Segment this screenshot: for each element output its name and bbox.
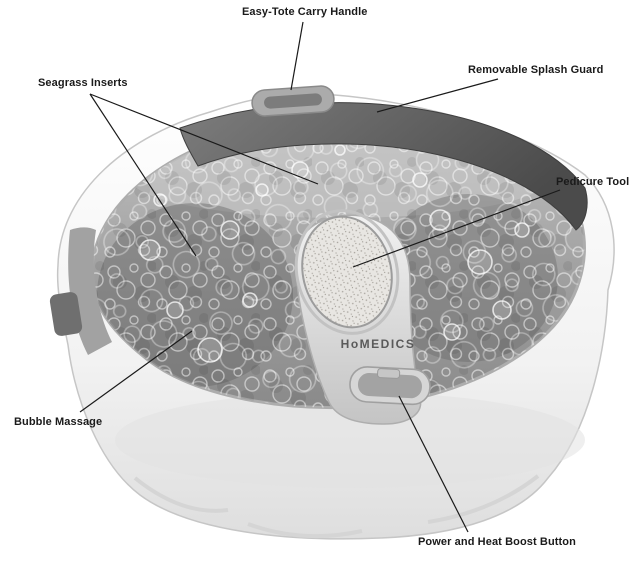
leader-line-seagrass-right (89, 93, 319, 185)
left-rim-holder (49, 292, 83, 336)
tub-front-shading (115, 392, 585, 488)
leader-line-bubble-massage (79, 330, 193, 413)
leader-line-splash-guard (376, 78, 499, 113)
bubble-highlights (139, 144, 530, 363)
leader-line-pedicure-tool (352, 189, 561, 268)
leader-line-seagrass-left (89, 93, 197, 257)
tub-feet (133, 474, 540, 539)
leader-lines (79, 21, 561, 533)
label-pedicure-tool: Pedicure Tool (556, 176, 630, 188)
pedicure-tool-shape (294, 209, 400, 335)
label-seagrass-inserts: Seagrass Inserts (38, 77, 128, 89)
label-bubble-massage: Bubble Massage (14, 416, 103, 428)
leader-line-carry-handle (290, 21, 304, 91)
leader-line-power-button (398, 395, 469, 533)
power-button-shape (349, 366, 431, 406)
brand-logo-text: HoMEDICS (341, 337, 416, 351)
splash-guard-shape (179, 102, 588, 231)
label-removable-splash-guard: Removable Splash Guard (468, 64, 604, 76)
label-power-heat-boost-button: Power and Heat Boost Button (418, 536, 576, 548)
carry-handle-shape (251, 85, 335, 117)
label-easy-tote-carry-handle: Easy-Tote Carry Handle (242, 6, 368, 18)
